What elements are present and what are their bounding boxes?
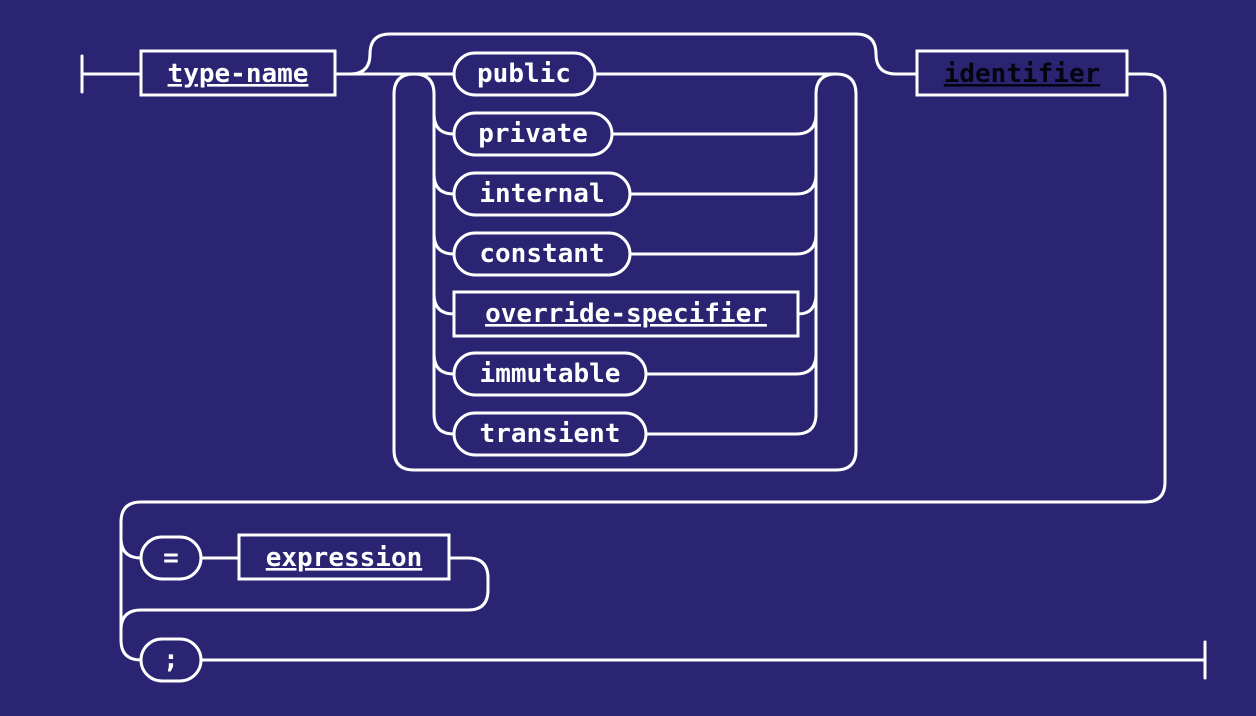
expression-label: expression — [266, 543, 423, 573]
transient-pill — [452, 411, 648, 457]
semicolon-terminal[interactable]: ; — [139, 637, 203, 683]
type-name-box[interactable]: type-name — [139, 49, 337, 97]
inner-left-bus — [412, 72, 456, 436]
private-pill — [452, 111, 614, 157]
join-constant — [628, 232, 818, 256]
transient-label: transient — [480, 419, 621, 449]
modifier-internal[interactable]: internal — [452, 171, 632, 217]
immutable-label: immutable — [480, 359, 621, 389]
branch-internal — [432, 172, 456, 196]
identifier-box[interactable]: identifier — [915, 49, 1129, 97]
equals-pill — [139, 535, 203, 581]
override-specifier-rect — [452, 290, 800, 338]
track-lines — [80, 32, 1207, 680]
type-name-out-line — [333, 32, 919, 76]
public-label: public — [477, 59, 571, 89]
equals-terminal[interactable]: = — [139, 535, 203, 581]
expression-box[interactable]: expression — [237, 533, 451, 581]
modifier-immutable[interactable]: immutable — [452, 351, 648, 397]
branch-constant — [432, 232, 456, 256]
modifier-loop — [392, 72, 858, 472]
expression-out-line — [119, 556, 490, 662]
branch-private — [432, 112, 456, 136]
internal-label: internal — [479, 179, 604, 209]
branch-override — [432, 292, 456, 316]
constant-pill — [452, 231, 632, 277]
internal-pill — [452, 171, 632, 217]
expression-rect — [237, 533, 451, 581]
modifier-override-specifier[interactable]: override-specifier — [452, 290, 800, 338]
override-specifier-label: override-specifier — [485, 299, 767, 329]
modifier-public[interactable]: public — [452, 51, 597, 97]
join-override — [796, 292, 818, 316]
semicolon-label: ; — [163, 645, 179, 675]
join-immutable — [644, 352, 818, 376]
public-pill — [452, 51, 597, 97]
identifier-label: identifier — [944, 59, 1101, 89]
type-name-label: type-name — [168, 59, 309, 89]
modifier-private[interactable]: private — [452, 111, 614, 157]
inner-right-bus — [794, 72, 838, 436]
private-label: private — [478, 119, 588, 149]
modifier-transient[interactable]: transient — [452, 411, 648, 457]
modifier-constant[interactable]: constant — [452, 231, 632, 277]
type-name-rect — [139, 49, 337, 97]
branch-immutable — [432, 352, 456, 376]
join-internal — [628, 172, 818, 196]
join-private — [610, 112, 818, 136]
constant-label: constant — [479, 239, 604, 269]
equals-label: = — [163, 543, 179, 573]
identifier-rect — [915, 49, 1129, 97]
immutable-pill — [452, 351, 648, 397]
semicolon-pill — [139, 637, 203, 683]
